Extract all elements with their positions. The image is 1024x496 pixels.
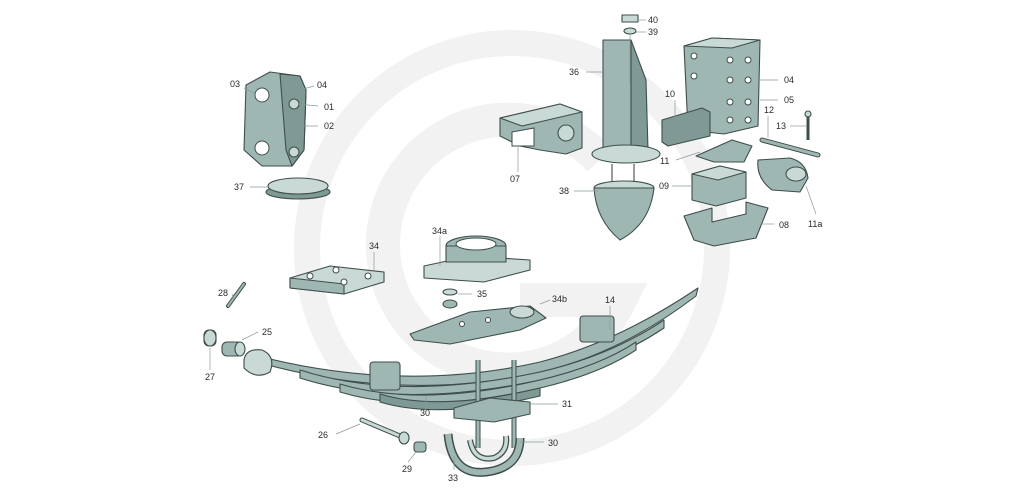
part-channel [683,201,769,247]
part-cone [593,164,655,241]
part-support-post [591,14,661,164]
callout-34a: 34a [432,226,447,236]
part-bolt [226,282,246,308]
part-leaf-spring [243,287,699,411]
callout-37: 37 [234,182,244,192]
callout-05: 05 [784,95,794,105]
callout-14: 14 [605,295,615,305]
callout-04: 04 [317,80,327,90]
callout-27: 27 [205,372,215,382]
callout-02: 02 [324,121,334,131]
callout-30b: 30 [548,438,558,448]
callout-36: 36 [569,67,579,77]
callout-34: 34 [369,241,379,251]
callout-10: 10 [665,89,675,99]
part-bushing [203,329,246,357]
callout-33: 33 [448,473,458,483]
callout-09: 09 [659,181,669,191]
callout-01: 01 [324,102,334,112]
callout-25: 25 [262,327,272,337]
callout-11: 11 [660,156,669,166]
callout-13: 13 [776,121,786,131]
callout-29: 29 [402,464,412,474]
part-wedge [695,139,753,163]
part-block [691,165,747,207]
callout-labels: 01 02 03 04 04 05 07 08 09 10 11 11a 12 … [205,15,822,483]
callout-35: 35 [477,289,487,299]
callout-08: 08 [779,220,789,230]
callout-39: 39 [648,27,658,37]
part-plate [289,265,385,295]
callout-34b: 34b [552,294,567,304]
callout-12: 12 [764,105,774,115]
callout-30: 30 [420,408,430,418]
part-rod [759,110,821,158]
part-clamp [757,157,809,193]
callout-40: 40 [648,15,658,25]
callout-11a: 11a [808,219,822,229]
callout-04b: 04 [784,75,794,85]
part-flange [423,235,531,283]
part-nut [442,288,458,309]
part-spring-bolt [359,417,427,453]
callout-38: 38 [559,186,569,196]
callout-03: 03 [230,79,240,89]
part-clamp-bracket [499,103,583,155]
callout-31: 31 [562,399,572,409]
part-hanger-bracket [243,71,307,167]
part-mounting-plate [661,37,761,147]
part-rubber-pad [265,177,331,200]
part-bottom-plate [409,305,547,345]
leader-lines [209,19,817,470]
part-u-bolts [443,360,531,477]
callout-26: 26 [318,430,328,440]
callout-28: 28 [218,288,228,298]
callout-07: 07 [510,174,520,184]
